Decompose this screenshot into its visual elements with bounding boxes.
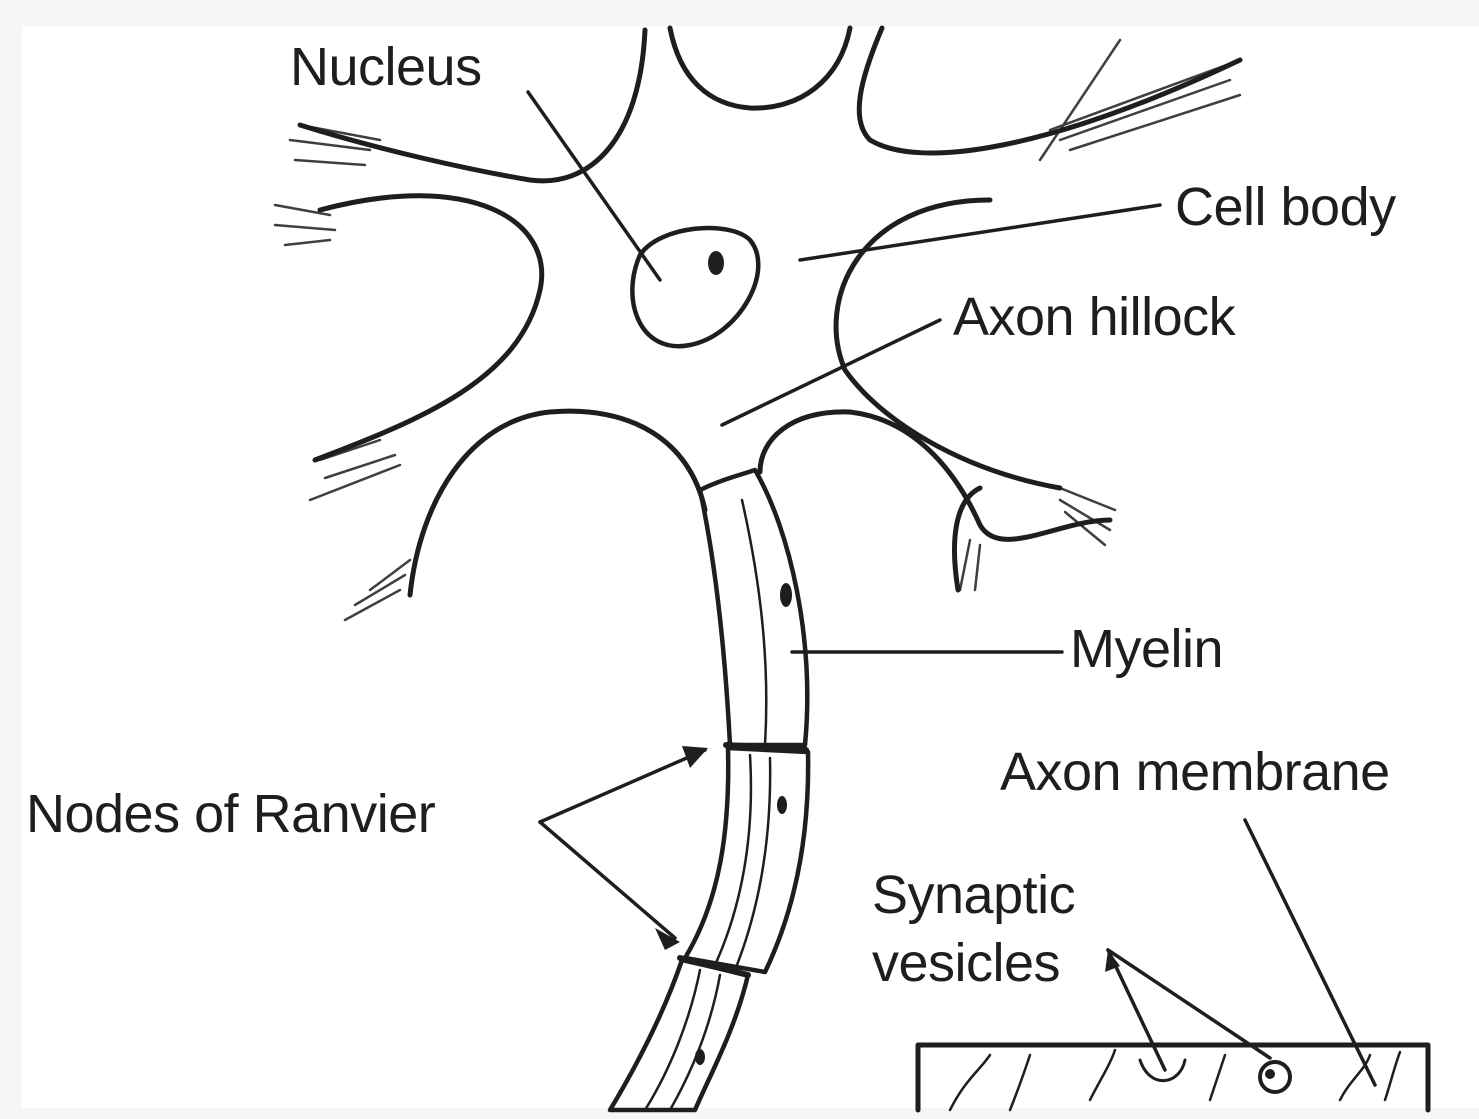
axon-hillock-leader xyxy=(722,320,940,425)
cell-body-leader xyxy=(800,205,1160,260)
node-arrow-lower xyxy=(540,822,675,938)
label-synaptic-line1: Synaptic xyxy=(872,862,1075,930)
axon-terminal xyxy=(918,1045,1428,1110)
label-nodes-of-ranvier: Nodes of Ranvier xyxy=(26,787,435,841)
axon xyxy=(610,470,808,1110)
label-nucleus: Nucleus xyxy=(290,40,482,94)
label-axon-hillock: Axon hillock xyxy=(953,290,1235,344)
label-cell-body: Cell body xyxy=(1175,180,1396,234)
label-synaptic-vesicles: Synaptic vesicles xyxy=(872,862,1075,997)
label-axon-membrane: Axon membrane xyxy=(1000,745,1390,799)
nucleus xyxy=(632,228,758,346)
label-myelin: Myelin xyxy=(1070,622,1223,676)
node-arrow-upper xyxy=(540,750,705,822)
label-synaptic-line2: vesicles xyxy=(872,930,1075,998)
nucleus-leader xyxy=(528,92,660,280)
